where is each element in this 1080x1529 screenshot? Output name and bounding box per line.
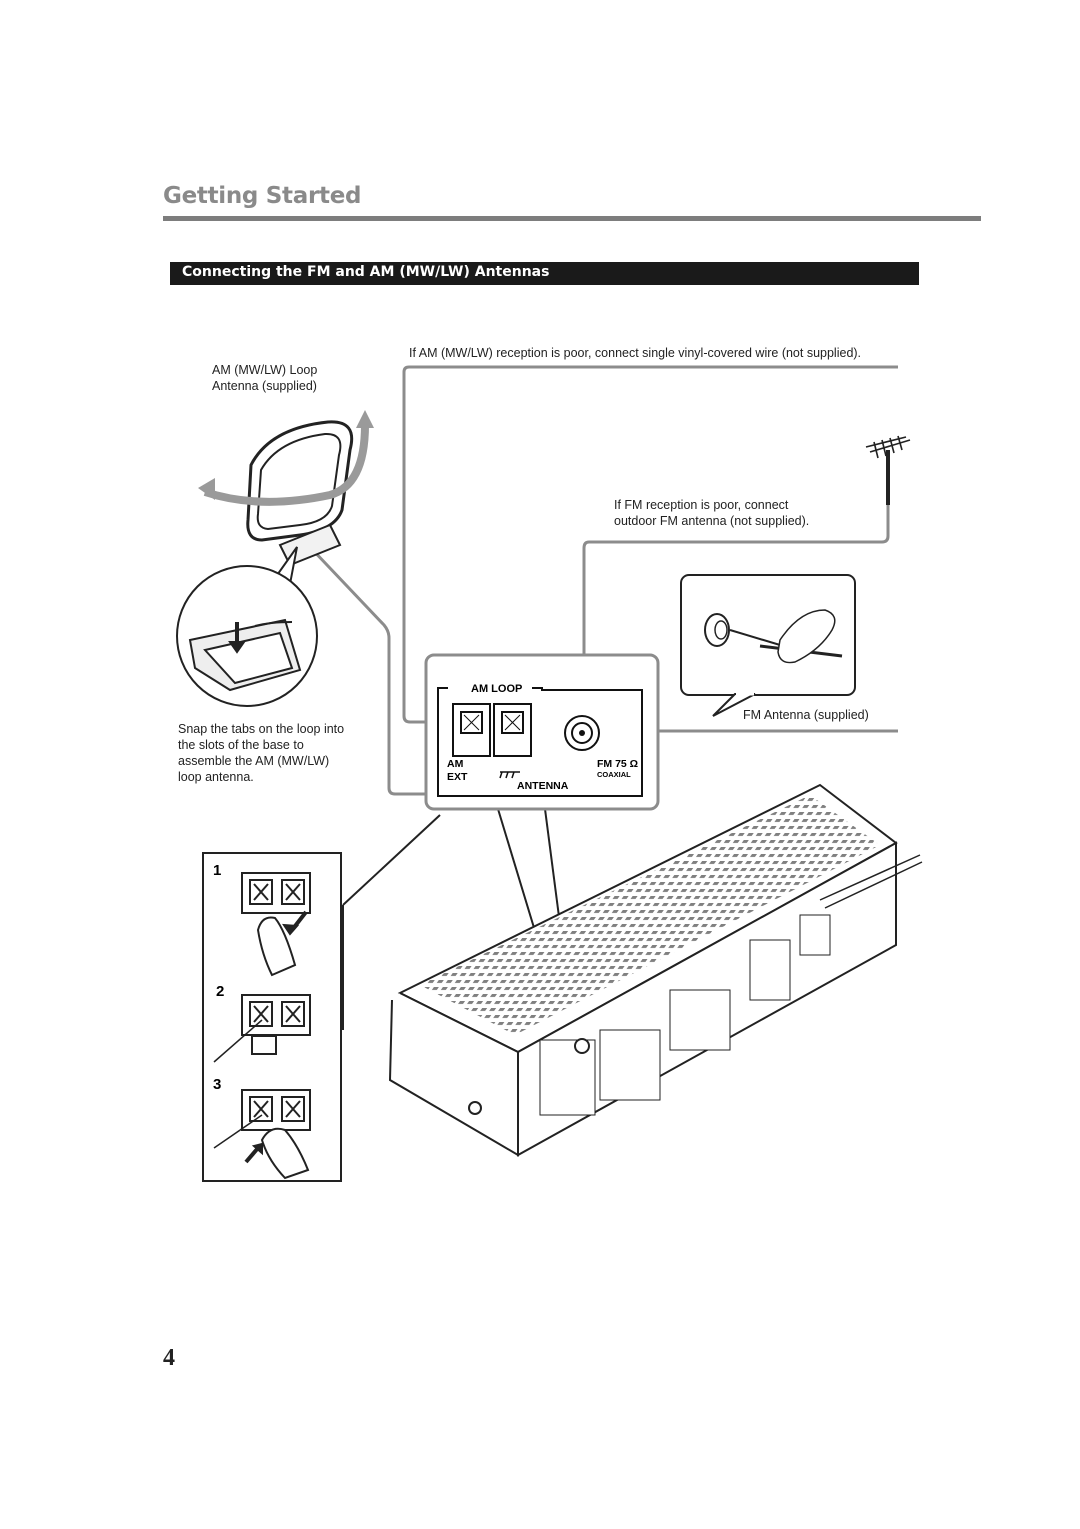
ext-label: EXT <box>447 771 468 783</box>
antenna-terminal-panel <box>424 653 660 811</box>
snap-caption-line: the slots of the base to <box>178 738 304 752</box>
receiver-unit-icon <box>388 783 923 1157</box>
step-1-label: 1 <box>213 862 221 879</box>
outdoor-fm-wire <box>582 500 890 726</box>
snap-caption: Snap the tabs on the loop into the slots… <box>178 721 344 785</box>
am-loop-antenna-icon <box>198 410 374 567</box>
antenna-label: ANTENNA <box>517 780 569 792</box>
am-loop-caption: AM (MW/LW) Loop Antenna (supplied) <box>212 362 317 394</box>
connection-wires <box>307 365 898 796</box>
step-1-terminal-icon <box>241 872 311 977</box>
outdoor-fm-antenna-icon <box>865 435 911 505</box>
snap-caption-line: Snap the tabs on the loop into <box>178 722 345 736</box>
am-loop-caption-line: Antenna (supplied) <box>212 379 317 393</box>
title-rule <box>163 216 981 221</box>
step-box <box>202 852 344 1182</box>
page-number: 4 <box>163 1345 175 1371</box>
snap-caption-line: loop antenna. <box>178 770 254 784</box>
section-title: Getting Started <box>163 183 362 209</box>
coaxial-label: COAXIAL <box>597 770 631 779</box>
loop-wire <box>307 544 514 796</box>
am-loop-caption-line: AM (MW/LW) Loop <box>212 363 318 377</box>
step-2-terminal-icon <box>213 994 311 1063</box>
step-3-terminal-icon <box>213 1089 311 1180</box>
am-loop-label: AM LOOP <box>471 683 522 695</box>
snap-caption-line: assemble the AM (MW/LW) <box>178 754 330 768</box>
fm-supplied-caption: FM Antenna (supplied) <box>743 708 869 722</box>
am-label: AM <box>447 758 464 770</box>
subheading-bar <box>170 262 919 285</box>
fm-poor-caption-line: outdoor FM antenna (not supplied). <box>614 514 810 528</box>
step-2-label: 2 <box>216 983 224 1000</box>
subheading: Connecting the FM and AM (MW/LW) Antenna… <box>182 264 550 280</box>
am-wire <box>402 365 898 724</box>
fm-poor-caption: If FM reception is poor, connect outdoor… <box>614 497 809 529</box>
am-poor-caption: If AM (MW/LW) reception is poor, connect… <box>409 346 862 360</box>
loop-base-detail-icon <box>176 546 318 707</box>
fm-poor-caption-line: If FM reception is poor, connect <box>614 498 789 512</box>
fm-plug-callout <box>680 574 856 717</box>
step-3-label: 3 <box>213 1076 221 1093</box>
fm75-label: FM 75 Ω <box>597 758 638 770</box>
